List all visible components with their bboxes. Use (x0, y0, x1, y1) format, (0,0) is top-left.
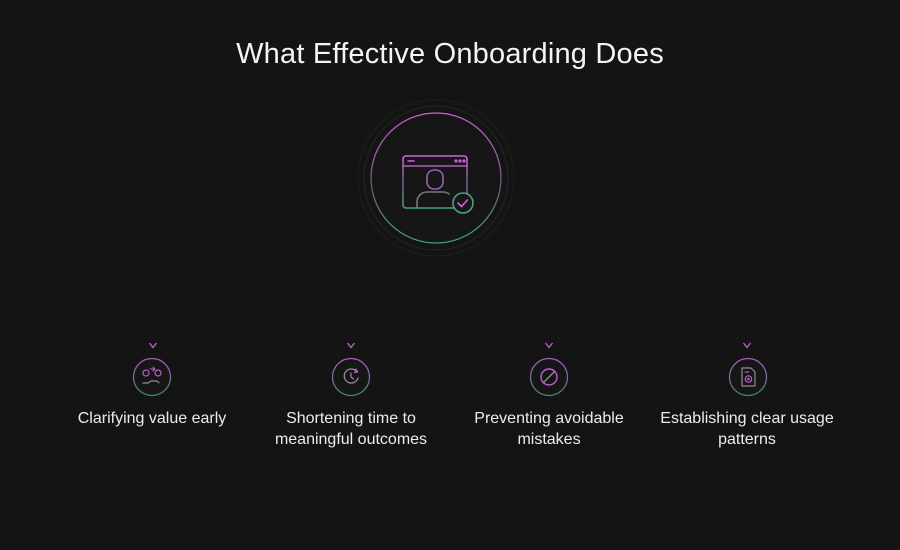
item-label-usage-patterns: Establishing clear usage patterns (660, 410, 834, 448)
branch-arrow-3 (545, 300, 553, 349)
prohibited-icon (529, 357, 569, 397)
branch-arrow-2 (347, 300, 355, 349)
branch-arrow-1 (149, 300, 157, 349)
value-exchange-icon (132, 357, 172, 397)
branch-arrow-4 (743, 300, 751, 349)
connector-lines (153, 243, 748, 301)
item-label-clarifying-value: Clarifying value early (77, 410, 227, 427)
user-profile-checkmark-icon (402, 155, 474, 214)
item-label-shortening-time: Shortening time to meaningful outcomes (274, 410, 428, 448)
clock-icon (331, 357, 371, 397)
page-title: What Effective Onboarding Does (236, 38, 664, 70)
document-settings-icon (728, 357, 768, 397)
central-hub (357, 99, 515, 257)
item-label-preventing-mistakes: Preventing avoidable mistakes (474, 410, 624, 448)
